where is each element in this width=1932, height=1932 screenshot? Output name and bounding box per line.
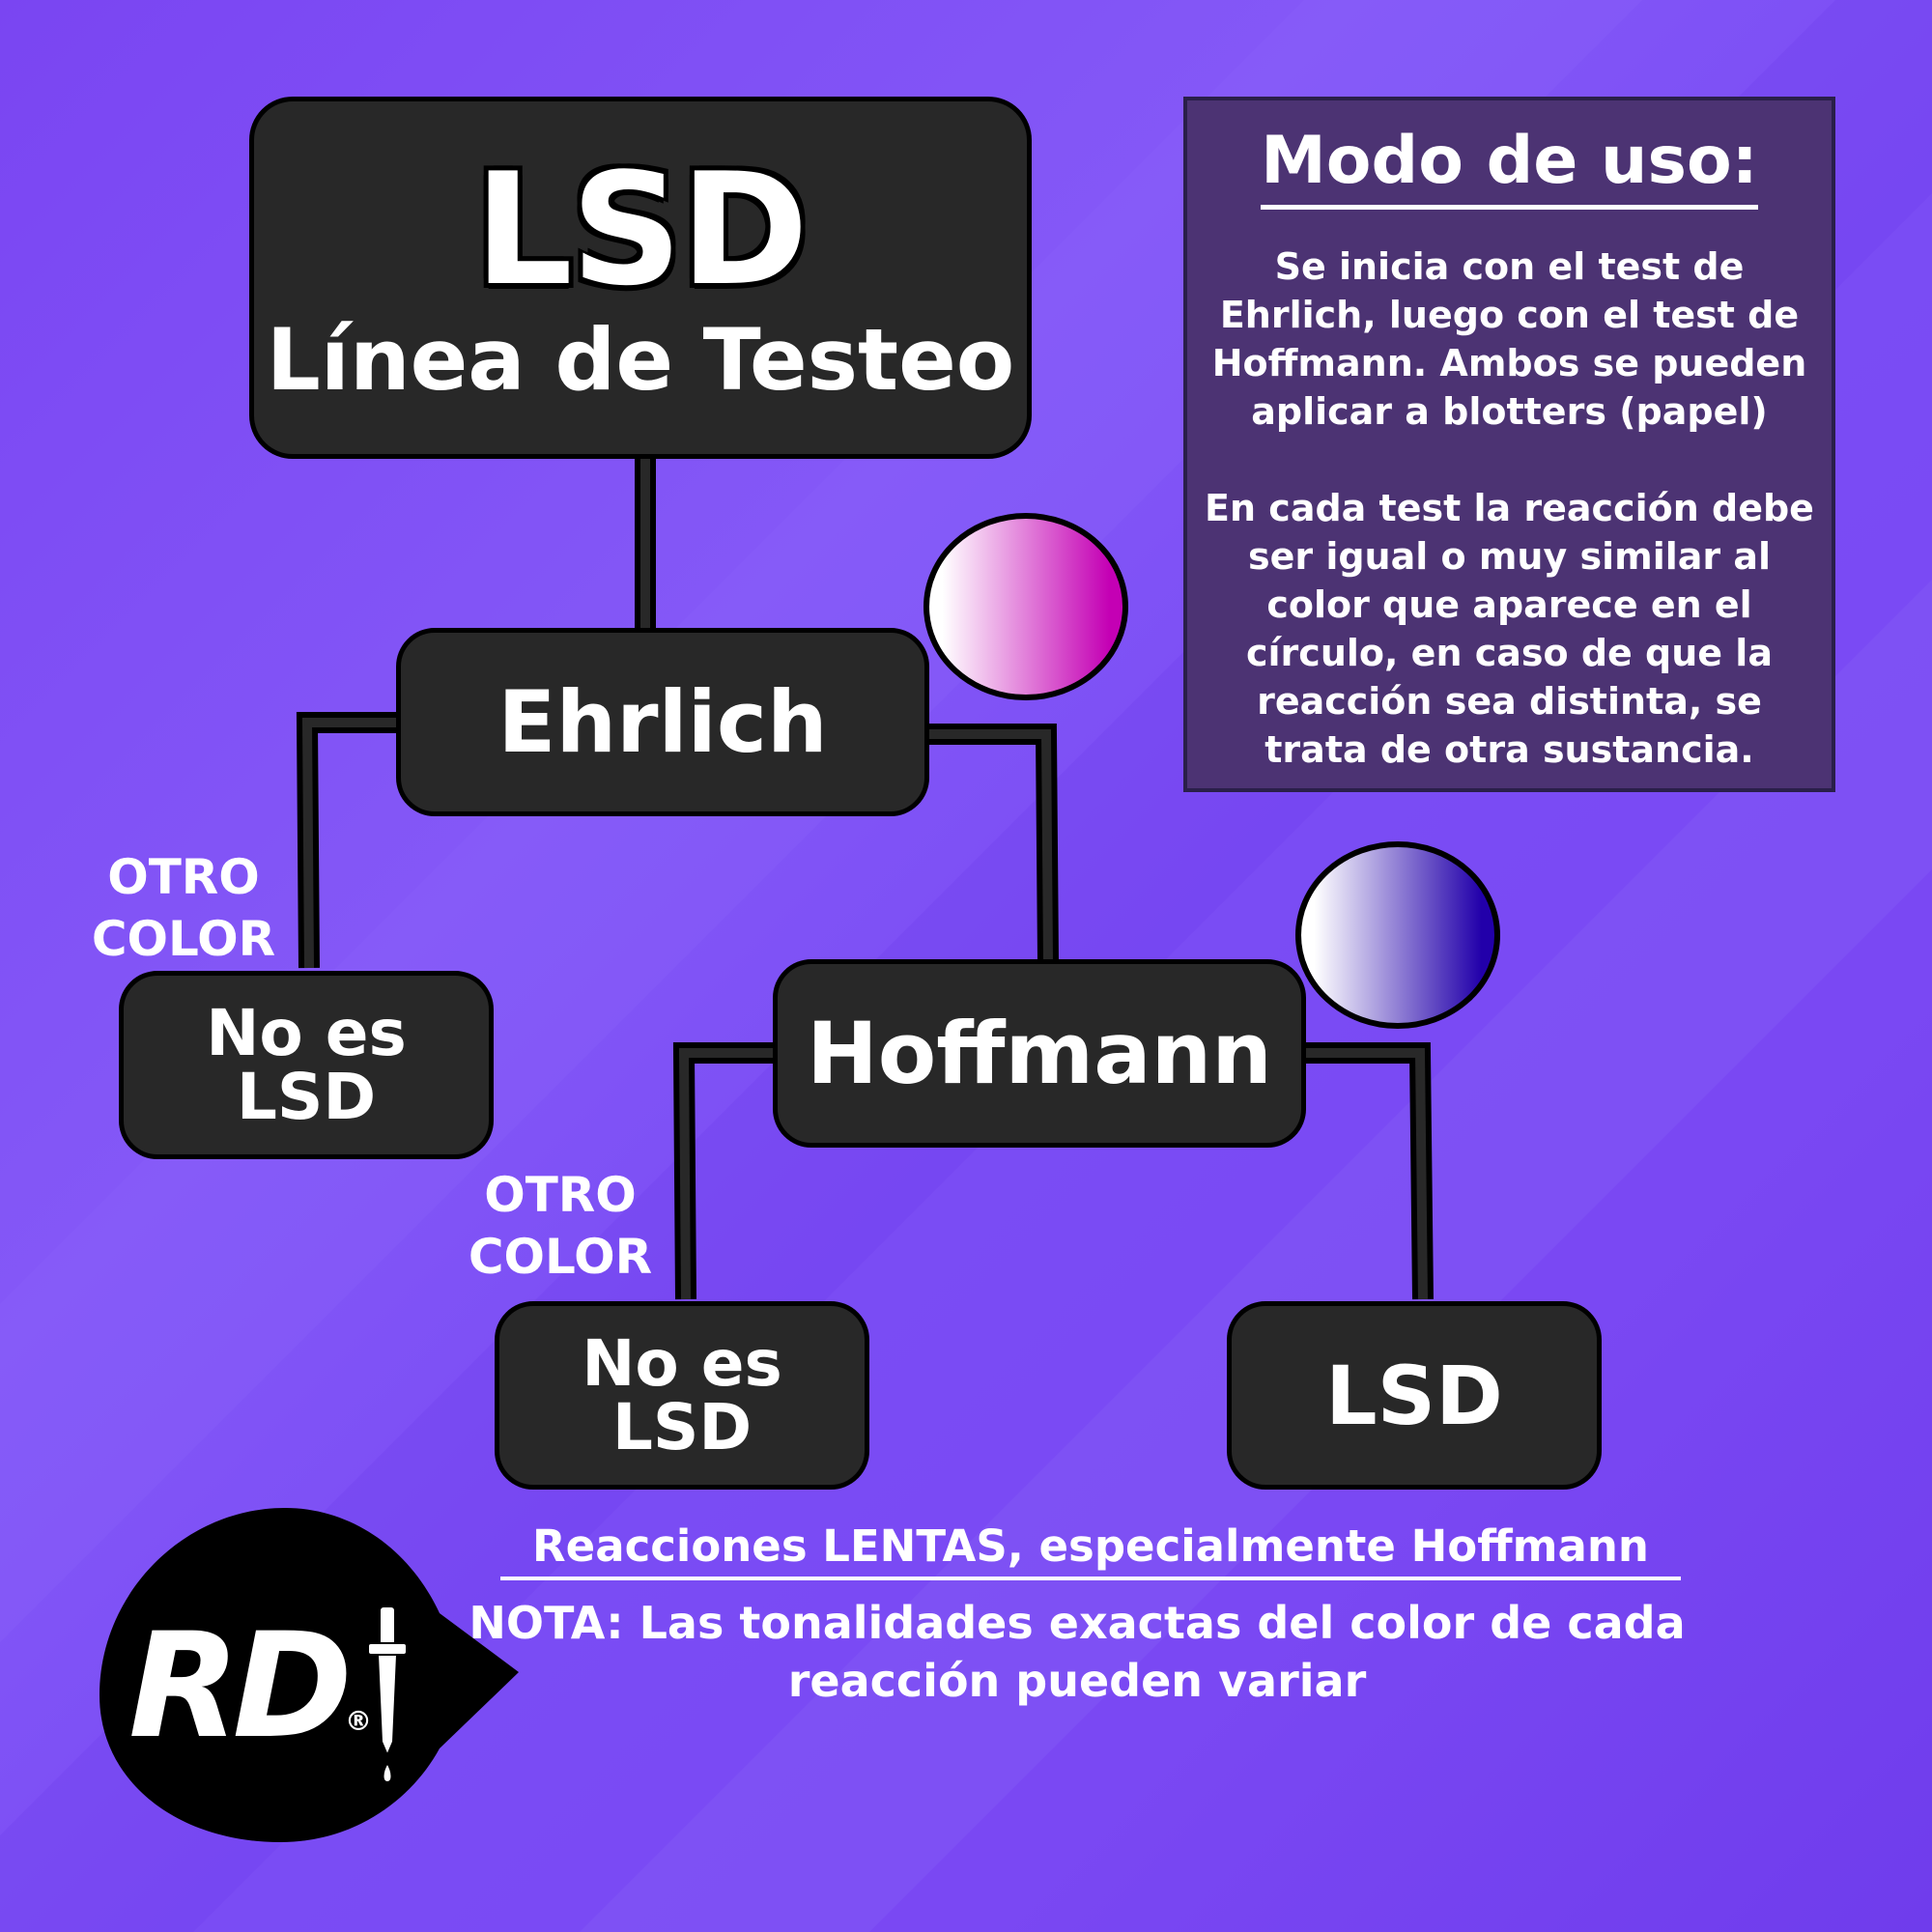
rd-logo: RD ® bbox=[99, 1508, 519, 1842]
diagram-subtitle: Línea de Testeo bbox=[266, 309, 1015, 410]
not-lsd-2-line2: LSD bbox=[611, 1389, 753, 1464]
not-lsd-2-line1: No es bbox=[582, 1325, 782, 1401]
connector-hoffmann-lsd bbox=[1304, 1042, 1434, 1300]
connector-hoffmann-no-lsd bbox=[672, 1042, 776, 1300]
instructions-panel: Modo de uso: Se inicia con el test de Eh… bbox=[1183, 97, 1835, 792]
not-lsd-1-line2: LSD bbox=[236, 1059, 377, 1134]
other-color-label-2: OTRO COLOR bbox=[435, 1164, 686, 1288]
hoffmann-test-node: Hoffmann bbox=[773, 959, 1306, 1148]
not-lsd-1-line1: No es bbox=[206, 995, 407, 1070]
other-color-1-line2: COLOR bbox=[91, 911, 276, 967]
not-lsd-result-node-1: No es LSD bbox=[119, 971, 494, 1159]
slow-reactions-note: Reacciones LENTAS, especialmente Hoffman… bbox=[500, 1517, 1681, 1580]
logo-registered-mark: ® bbox=[345, 1705, 372, 1737]
logo-drop-shape bbox=[99, 1508, 519, 1842]
logo-text: RD bbox=[128, 1603, 347, 1771]
other-color-label-1: OTRO COLOR bbox=[58, 846, 309, 970]
connector-ehrlich-hoffmann bbox=[927, 724, 1059, 962]
connector-ehrlich-no-lsd bbox=[296, 712, 398, 969]
dropper-icon bbox=[367, 1605, 408, 1784]
hoffmann-label: Hoffmann bbox=[807, 1004, 1272, 1103]
title-box: LSD Línea de Testeo bbox=[249, 97, 1032, 459]
instructions-title: Modo de uso: bbox=[1261, 118, 1758, 210]
ehrlich-reaction-color-circle bbox=[923, 513, 1128, 700]
instructions-paragraph-2: En cada test la reacción debe ser igual … bbox=[1205, 487, 1814, 771]
ehrlich-test-node: Ehrlich bbox=[396, 628, 929, 816]
instructions-paragraph-1: Se inicia con el test de Ehrlich, luego … bbox=[1211, 245, 1807, 433]
hoffmann-reaction-color-circle bbox=[1295, 841, 1500, 1029]
other-color-1-line1: OTRO bbox=[107, 849, 260, 905]
lsd-result-label: LSD bbox=[1325, 1348, 1503, 1443]
not-lsd-result-node-2: No es LSD bbox=[495, 1301, 869, 1490]
other-color-2-line1: OTRO bbox=[484, 1167, 637, 1223]
other-color-2-line2: COLOR bbox=[468, 1229, 653, 1285]
diagram-title: LSD bbox=[474, 138, 809, 320]
lsd-result-node: LSD bbox=[1227, 1301, 1602, 1490]
color-variation-note: NOTA: Las tonalidades exactas del color … bbox=[469, 1597, 1686, 1707]
ehrlich-label: Ehrlich bbox=[497, 672, 828, 772]
